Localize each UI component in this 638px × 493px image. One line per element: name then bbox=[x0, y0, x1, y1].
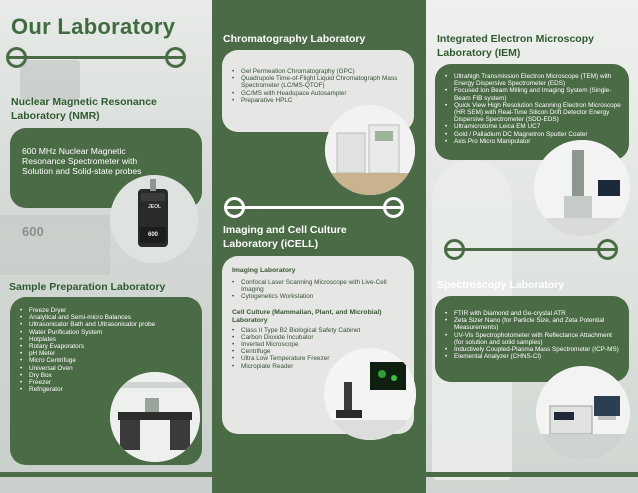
list-item: Preparative HPLC bbox=[232, 97, 408, 104]
list-item: Cytogenetics Workstation bbox=[232, 293, 402, 300]
nmr-card: 600 MHz Nuclear Magnetic Resonance Spect… bbox=[10, 128, 202, 208]
nmr-description: 600 MHz Nuclear Magnetic Resonance Spect… bbox=[22, 146, 142, 176]
nmr-magnet-icon bbox=[110, 175, 198, 263]
panel-iem-spectroscopy: Integrated Electron Microscopy Laborator… bbox=[426, 0, 638, 493]
chrom-heading: Chromatography Laboratory bbox=[223, 33, 366, 45]
list-item: Hotplates bbox=[20, 336, 170, 343]
page-title: Our Laboratory bbox=[11, 14, 176, 39]
lab-bench-icon bbox=[110, 372, 200, 462]
spec-heading: Spectroscopy Laboratory bbox=[437, 279, 565, 291]
spec-list: FTIR with Diamond and Ge-crystal ATRZeta… bbox=[445, 310, 621, 361]
list-item: Axis Pro Micro Manipulator bbox=[445, 138, 621, 145]
iem-heading: Integrated Electron Microscopy Laborator… bbox=[437, 33, 594, 59]
list-item: UV-Vis Spectrophotometer with Reflectanc… bbox=[445, 332, 621, 346]
list-item: Water Purification System bbox=[20, 329, 170, 336]
imaging-subhead: Imaging Laboratory bbox=[232, 267, 296, 274]
spec-photo bbox=[536, 366, 630, 460]
title-connector bbox=[6, 47, 186, 68]
microscope-icon bbox=[324, 348, 416, 440]
list-item: Ultra Low Temperature Freezer bbox=[232, 355, 362, 362]
prep-list: Freeze DryerAnalytical and Semi-micro Ba… bbox=[20, 307, 170, 394]
list-item: Microplate Reader bbox=[232, 363, 362, 370]
microscope-photo bbox=[324, 348, 416, 440]
list-item: Class II Type B2 Biological Safety Cabin… bbox=[232, 327, 362, 334]
list-item: Inductively Coupled-Plasma Mass Spectrom… bbox=[445, 346, 621, 353]
list-item: Ultrahigh Transmission Electron Microsco… bbox=[445, 73, 621, 87]
list-item: Ultramicrotome Leica EM UC7 bbox=[445, 123, 621, 130]
list-item: Rotary Evaporators bbox=[20, 343, 170, 350]
list-item: Carbon Dioxide Incubator bbox=[232, 334, 362, 341]
list-item: Zeta Sizer Nano (for Particle Size, and … bbox=[445, 317, 621, 331]
nmr-logo: JEOL bbox=[148, 204, 162, 210]
list-item: GC/MS with Headspace Autosampler bbox=[232, 90, 408, 97]
bottom-bar bbox=[0, 472, 638, 477]
list-item: Quadrupole Time-of-Flight Liquid Chromat… bbox=[232, 75, 408, 89]
list-item: Confocal Laser Scanning Microscope with … bbox=[232, 279, 402, 293]
list-item: Inverted Microscope bbox=[232, 341, 362, 348]
list-item: Freeze Dryer bbox=[20, 307, 170, 314]
list-item: Micro Centrifuge bbox=[20, 357, 170, 364]
chrom-list: Gel Permeation Chromatography (GPC)Quadr… bbox=[232, 68, 408, 104]
iem-list: Ultrahigh Transmission Electron Microsco… bbox=[445, 73, 621, 145]
list-item: Refrigerator bbox=[20, 386, 170, 393]
list-item: Elemental Analyzer (CHNS-Cl) bbox=[445, 353, 621, 360]
spec-connector bbox=[444, 239, 618, 260]
list-item: Freezer bbox=[20, 379, 170, 386]
list-item: pH Meter bbox=[20, 350, 170, 357]
nmr-photo: JEOL 600 bbox=[110, 175, 198, 263]
culture-list: Class II Type B2 Biological Safety Cabin… bbox=[232, 327, 362, 370]
electron-microscope-icon bbox=[534, 140, 630, 236]
iem-photo bbox=[534, 140, 630, 236]
bg-equipment bbox=[20, 60, 80, 100]
list-item: Analytical and Semi-micro Balances bbox=[20, 314, 170, 321]
culture-subhead: Cell Culture (Mammalian, Plant, and Micr… bbox=[232, 308, 382, 324]
list-item: Quick View High Resolution Scanning Elec… bbox=[445, 102, 621, 124]
list-item: Focused Ion Beam Milling and Imaging Sys… bbox=[445, 87, 621, 101]
panel-nmr-sample-prep: 600 Our Laboratory Nuclear Magnetic Reso… bbox=[0, 0, 212, 493]
prep-photo bbox=[110, 372, 200, 462]
list-item: Gold / Palladium DC Magnetron Sputter Co… bbox=[445, 131, 621, 138]
list-item: Centrifuge bbox=[232, 348, 362, 355]
icell-connector bbox=[224, 197, 404, 218]
iem-card: Ultrahigh Transmission Electron Microsco… bbox=[435, 64, 629, 160]
list-item: FTIR with Diamond and Ge-crystal ATR bbox=[445, 310, 621, 317]
prep-heading: Sample Preparation Laboratory bbox=[9, 281, 166, 293]
bg-label: 600 bbox=[22, 224, 44, 239]
list-item: Dry Box bbox=[20, 372, 170, 379]
chromatograph-icon bbox=[325, 105, 415, 195]
imaging-list: Confocal Laser Scanning Microscope with … bbox=[232, 279, 402, 301]
bg-equipment bbox=[0, 215, 110, 275]
chrom-photo bbox=[325, 105, 415, 195]
panel-chrom-icell: Chromatography Laboratory Gel Permeation… bbox=[212, 0, 426, 493]
list-item: Ultrasonicator Bath and Ultrasonicator p… bbox=[20, 321, 170, 328]
list-item: Gel Permeation Chromatography (GPC) bbox=[232, 68, 408, 75]
icell-heading: Imaging and Cell Culture Laboratory (iCE… bbox=[223, 224, 347, 250]
spectrometer-icon bbox=[536, 366, 630, 460]
list-item: Universal Oven bbox=[20, 365, 170, 372]
nmr-heading: Nuclear Magnetic Resonance Laboratory (N… bbox=[11, 96, 157, 122]
nmr-label: 600 bbox=[148, 232, 159, 238]
